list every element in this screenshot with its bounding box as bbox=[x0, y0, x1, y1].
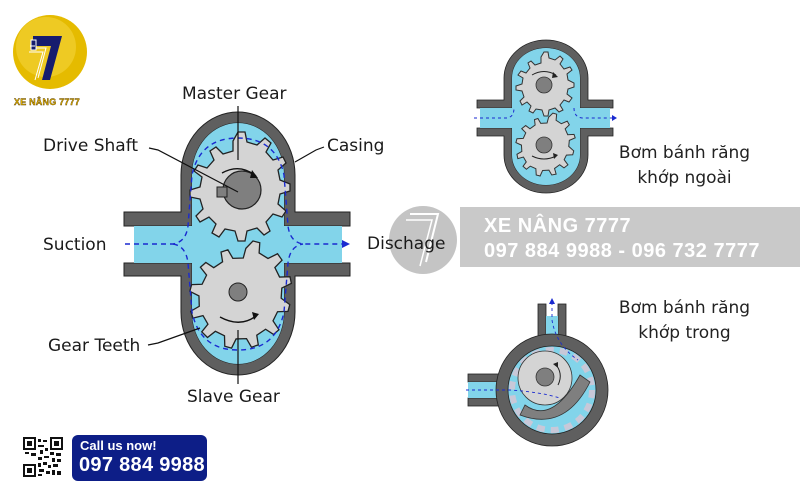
qr-code-icon bbox=[23, 437, 63, 477]
main-gear-pump bbox=[123, 106, 351, 384]
internal-pump-caption: Bơm bánh răng khớp trong bbox=[612, 296, 757, 346]
watermark-phones: 097 884 9988 - 096 732 7777 bbox=[484, 240, 760, 262]
label-gear-teeth: Gear Teeth bbox=[48, 336, 141, 356]
call-us-phone[interactable]: 097 884 9988 bbox=[79, 454, 205, 476]
brand-logo-text: XE NÂNG 7777 bbox=[14, 97, 80, 107]
label-master-gear: Master Gear bbox=[182, 84, 287, 104]
label-discharge: Dischage bbox=[367, 234, 446, 254]
call-us-label: Call us now! bbox=[80, 438, 157, 453]
call-us-button[interactable] bbox=[72, 435, 207, 481]
external-gear-pump bbox=[474, 39, 617, 194]
external-pump-caption: Bơm bánh răng khớp ngoài bbox=[612, 141, 757, 191]
watermark-brand: XE NÂNG 7777 bbox=[484, 215, 632, 237]
label-slave-gear: Slave Gear bbox=[187, 387, 280, 407]
internal-pump-caption-line1: Bơm bánh răng bbox=[618, 298, 751, 318]
brand-logo bbox=[13, 15, 87, 89]
label-suction: Suction bbox=[43, 235, 107, 255]
external-pump-caption-line1: Bơm bánh răng bbox=[618, 143, 751, 163]
label-drive-shaft: Drive Shaft bbox=[43, 136, 139, 156]
internal-gear-pump bbox=[466, 298, 609, 447]
label-casing: Casing bbox=[327, 136, 385, 156]
internal-pump-caption-line2: khớp trong bbox=[638, 323, 731, 343]
watermark-banner bbox=[460, 207, 800, 267]
external-pump-caption-line2: khớp ngoài bbox=[637, 168, 732, 188]
